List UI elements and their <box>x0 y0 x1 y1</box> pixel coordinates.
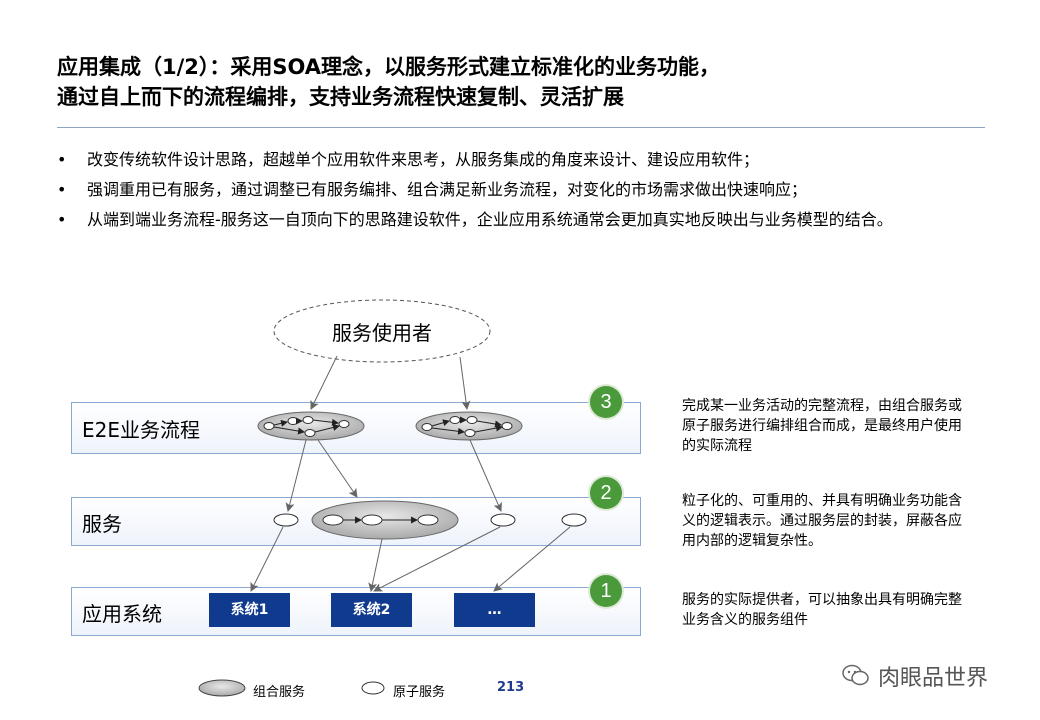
e2e-layer-description: 完成某一业务活动的完整流程，由组合服务或原子服务进行编排组合而成，是最终用户使用… <box>682 398 962 454</box>
page-title: 应用集成（1/2）：采用SOA理念，以服务形式建立标准化的业务功能， 通过自上而… <box>57 52 997 112</box>
legend-composite-label: 组合服务 <box>253 685 306 700</box>
service-layer-label: 服务 <box>82 512 122 536</box>
bullet-dot: • <box>57 210 67 229</box>
app-layer-description: 服务的实际提供者，可以抽象出具有明确完整业务含义的服务组件 <box>682 592 962 628</box>
legend-atomic-label: 原子服务 <box>393 685 446 700</box>
layer-number-badge-1: 1 <box>590 575 622 607</box>
service-user-ellipse <box>273 299 491 363</box>
system-box-2: 系统2 <box>331 593 412 627</box>
bullet-text: 改变传统软件设计思路，超越单个应用软件来思考，从服务集成的角度来设计、建设应用软… <box>87 150 760 169</box>
service-user-label: 服务使用者 <box>332 321 432 345</box>
system-box-1: 系统1 <box>209 593 290 627</box>
watermark-text: 肉眼品世界 <box>878 666 989 691</box>
atomic-service-node <box>490 513 516 527</box>
atomic-service-node <box>561 513 587 527</box>
layer-number-badge-3: 3 <box>590 386 622 418</box>
dependency-arrows <box>250 355 571 592</box>
bullet-item: • 改变传统软件设计思路，超越单个应用软件来思考，从服务集成的角度来设计、建设应用… <box>57 148 987 172</box>
e2e-flow-left <box>257 411 365 441</box>
composite-service <box>311 500 459 540</box>
bullet-text: 强调重用已有服务，通过调整已有服务编排、组合满足新业务流程，对变化的市场需求做出… <box>87 180 808 199</box>
legend-atomic-icon <box>361 681 385 695</box>
bullet-list: • 改变传统软件设计思路，超越单个应用软件来思考，从服务集成的角度来设计、建设应用… <box>57 148 987 238</box>
bullet-dot: • <box>57 150 67 169</box>
app-layer-label: 应用系统 <box>82 602 162 626</box>
title-line-2: 通过自上而下的流程编排，支持业务流程快速复制、灵活扩展 <box>57 85 624 109</box>
system-box-more: … <box>454 593 535 627</box>
bullet-item: • 强调重用已有服务，通过调整已有服务编排、组合满足新业务流程，对变化的市场需求做… <box>57 178 987 202</box>
page-number: 213 <box>497 680 525 695</box>
bullet-text: 从端到端业务流程-服务这一自顶向下的思路建设软件，企业应用系统通常会更加真实地反… <box>87 210 893 229</box>
atomic-service-node <box>273 513 299 527</box>
bullet-dot: • <box>57 180 67 199</box>
e2e-layer-label: E2E业务流程 <box>82 418 200 442</box>
wechat-icon <box>842 664 869 686</box>
layer-number-badge-2: 2 <box>590 477 622 509</box>
bullet-item: • 从端到端业务流程-服务这一自顶向下的思路建设软件，企业应用系统通常会更加真实地… <box>57 208 987 232</box>
legend-composite-icon <box>198 679 246 697</box>
app-layer-band <box>71 587 641 636</box>
e2e-flow-right <box>415 411 523 441</box>
title-divider <box>57 127 985 128</box>
service-layer-description: 粒子化的、可重用的、并具有明确业务功能含义的逻辑表示。通过服务层的封装，屏蔽各应… <box>682 493 962 549</box>
title-line-1: 应用集成（1/2）：采用SOA理念，以服务形式建立标准化的业务功能， <box>57 55 721 79</box>
